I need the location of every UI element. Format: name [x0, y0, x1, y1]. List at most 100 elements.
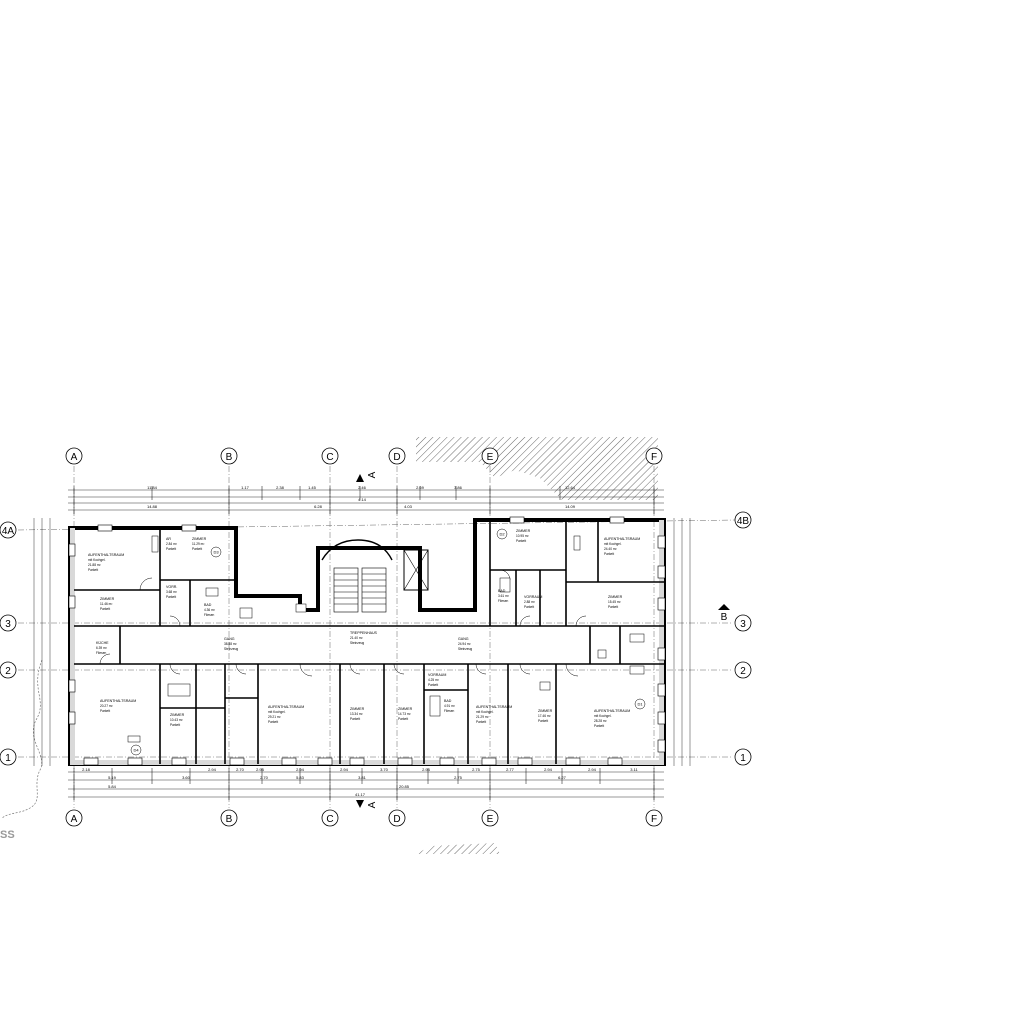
grid-label-row-3-left: 3: [5, 619, 11, 630]
room-floor: Steinzeug: [458, 647, 472, 651]
room-label: ZIMMER 17.46 m² Parkett: [538, 709, 553, 723]
dim-bottom-8: 2.94: [422, 767, 431, 772]
room-floor: Parkett: [268, 720, 278, 724]
room-label: ZIMMER 11.46 m² Parkett: [100, 597, 115, 611]
door-tag-d2: D2: [499, 532, 505, 537]
ground-hatch-bottom: [415, 843, 500, 854]
interior-walls: [74, 520, 664, 764]
dim-top-row2-3: 4.14: [358, 497, 367, 502]
room-label: BAD 4.91 m² Fliesen: [444, 699, 455, 713]
room-floor: Fliesen: [498, 599, 509, 603]
room-floor: Parkett: [170, 723, 180, 727]
dimension-ticks: [73, 486, 655, 800]
room-label: ZIMMER 10.43 m² Parkett: [170, 713, 185, 727]
room-area: 4.25 m²: [428, 678, 439, 682]
dim-bottom-row2-6: 2.75: [454, 775, 463, 780]
room-note: mit Kochgel.: [594, 714, 612, 718]
dimension-texts-bottom: 2.18 2.94 2.70 2.94 2.94 2.94 3.70 2.94 …: [82, 767, 638, 797]
room-label: AUFENTHALTSRAUM mit Kochgel. 21.88 m² Pa…: [88, 553, 124, 572]
dim-top-1: 11.84: [147, 485, 157, 490]
dim-bottom-2: 2.94: [208, 767, 217, 772]
staircase: [321, 539, 429, 613]
room-floor: Parkett: [594, 724, 604, 728]
dim-bottom-row2-4: 5.83: [296, 775, 305, 780]
room-note: mit Kochgel.: [268, 710, 286, 714]
dim-bottom-row2-1: 5.19: [108, 775, 117, 780]
door-tag-d3: D3: [213, 550, 219, 555]
section-marker-a-bottom: A: [356, 800, 378, 808]
dim-bottom-11: 2.94: [544, 767, 553, 772]
wall-fill: [70, 520, 664, 765]
room-note: mit Kochgel.: [604, 542, 622, 546]
windows: [68, 516, 666, 766]
dim-bottom-6: 2.94: [340, 767, 349, 772]
door-tags: D3 D4 D1 D2: [130, 528, 646, 756]
room-area: 13.34 m²: [350, 712, 363, 716]
room-name: ZIMMER: [516, 529, 531, 533]
section-label-a-bottom: A: [367, 801, 378, 808]
dim-top-6: 2.69: [416, 485, 425, 490]
grid-label-col-b-top: B: [226, 452, 233, 463]
dim-bottom-7: 3.70: [380, 767, 389, 772]
grid-label-row-2-left: 2: [5, 666, 11, 677]
room-floor: Fliesen: [96, 651, 107, 655]
room-area: 20.27 m²: [100, 704, 113, 708]
section-label-a-top: A: [367, 471, 378, 478]
grid-label-col-c-bottom: C: [326, 814, 333, 825]
fixtures: [127, 535, 645, 743]
room-floor: Parkett: [516, 539, 526, 543]
grid-label-col-f-top: F: [651, 452, 657, 463]
room-name: VORRAUM: [524, 595, 542, 599]
room-name: ZIMMER: [170, 713, 185, 717]
room-label: GANG 38.88 m² Steinzeug: [224, 637, 238, 651]
room-label: ZIMMER 11.29 m² Parkett: [192, 537, 207, 551]
dim-top-5: 2.46: [358, 485, 367, 490]
room-label: VORRAUM 4.25 m² Parkett: [428, 673, 446, 687]
room-label: AUFENTHALTSRAUM mit Kochgel. 24.40 m² Pa…: [604, 537, 640, 556]
room-area: 29.21 m²: [268, 715, 281, 719]
room-area: 24.94 m²: [458, 642, 471, 646]
dim-bottom-row2-7: 6.27: [558, 775, 567, 780]
room-floor: Parkett: [350, 717, 360, 721]
room-label: AUFENTHALTSRAUM 20.27 m² Parkett: [100, 699, 136, 713]
door-tag-d1: D1: [637, 702, 643, 707]
room-labels: AUFENTHALTSRAUM mit Kochgel. 21.88 m² Pa…: [88, 529, 640, 728]
dim-top-8: 12.64: [565, 485, 576, 490]
dim-top-7: 3.86: [454, 485, 463, 490]
room-area: 17.46 m²: [538, 714, 551, 718]
room-name: AR: [166, 537, 171, 541]
room-floor: Parkett: [398, 717, 408, 721]
room-area: 24.40 m²: [604, 547, 617, 551]
grid-label-col-c-top: C: [326, 452, 333, 463]
room-name: GANG: [458, 637, 469, 641]
room-name: ZIMMER: [608, 595, 623, 599]
neighbour-hatch-area: [416, 437, 658, 500]
room-area: 38.88 m²: [224, 642, 237, 646]
grid-label-col-f-bottom: F: [651, 814, 657, 825]
room-label: GANG 24.94 m² Steinzeug: [458, 637, 472, 651]
room-name: AUFENTHALTSRAUM: [604, 537, 640, 541]
room-name: KÜCHE: [96, 641, 109, 645]
room-floor: Parkett: [476, 720, 486, 724]
dim-top-2: 1.17: [241, 485, 250, 490]
dimension-lines: [33, 489, 691, 798]
room-area: 10.43 m²: [170, 718, 183, 722]
grid-label-col-e-top: E: [487, 452, 494, 463]
room-label: BAD 3.61 m² Fliesen: [498, 589, 509, 603]
room-note: mit Kochgel.: [476, 710, 494, 714]
room-floor: Parkett: [100, 709, 110, 713]
room-area: 11.46 m²: [100, 602, 112, 606]
dim-bottom-row2-5: 3.81: [358, 775, 367, 780]
room-label: KÜCHE 6.39 m² Fliesen: [96, 641, 109, 655]
dim-bottom-1: 2.18: [82, 767, 91, 772]
room-label: AR 2.84 m² Parkett: [166, 537, 177, 551]
grid-labels: A B C D E F A B C D E F 4A 4B 3 2 1 3 2 …: [2, 452, 750, 825]
dim-bottom-4: 2.94: [256, 767, 265, 772]
room-label: VORRAUM 2.88 m² Parkett: [524, 595, 542, 609]
room-floor: Fliesen: [204, 613, 215, 617]
room-name: AUFENTHALTSRAUM: [594, 709, 630, 713]
room-note: mit Kochgel.: [88, 558, 106, 562]
dim-bottom-row3-2: 41.17: [355, 792, 366, 797]
room-area: 4.91 m²: [444, 704, 455, 708]
room-label: ZIMMER 14.73 m² Parkett: [398, 707, 413, 721]
